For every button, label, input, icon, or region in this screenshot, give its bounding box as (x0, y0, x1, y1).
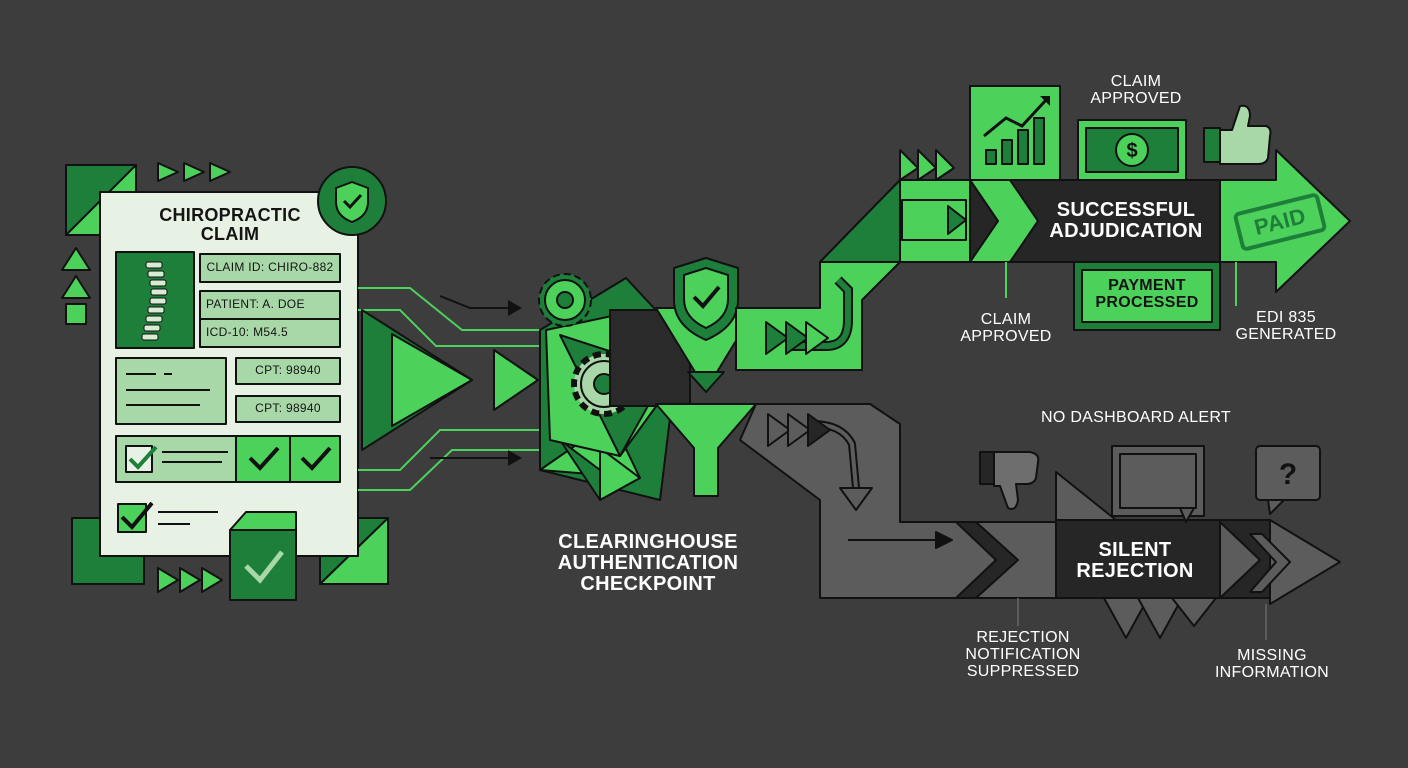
check-icon-2 (248, 446, 280, 471)
cpt-field-2: CPT: 98940 (255, 401, 321, 415)
successful-line1: SUCCESSFUL (1056, 199, 1196, 221)
claim-approved-bottom-line1: CLAIM (980, 311, 1032, 328)
suppressed-line2: NOTIFICATION (965, 645, 1081, 663)
check-icon-1 (125, 445, 158, 473)
suppressed-line3: SUPPRESSED (966, 662, 1080, 680)
checkpoint-line1: CLEARINGHOUSE (558, 531, 738, 553)
silent-rejection-label: SILENT REJECTION (1060, 540, 1210, 582)
screen-icon (1111, 445, 1205, 523)
claim-id-field: CLAIM ID: CHIRO-882 (206, 260, 334, 274)
claim-title: CHIROPRACTIC CLAIM (120, 206, 340, 244)
growth-chart-icon (983, 96, 1050, 165)
rejection-suppressed-label: REJECTION NOTIFICATION SUPPRESSED (950, 629, 1096, 680)
paid-stamp (1233, 193, 1327, 251)
checkpoint-label: CLEARINGHOUSE AUTHENTICATION CHECKPOINT (530, 532, 766, 595)
shield-icon-checkpoint (673, 257, 739, 341)
no-dashboard-alert-label: NO DASHBOARD ALERT (1040, 409, 1232, 426)
claim-approved-top-line2: APPROVED (1090, 89, 1182, 107)
success-path: $ (735, 85, 1351, 371)
checkpoint-line2: AUTHENTICATION (557, 552, 739, 574)
payment-line2: PROCESSED (1095, 293, 1199, 311)
svg-text:$: $ (1126, 140, 1137, 162)
checkpoint-line3: CHECKPOINT (580, 573, 716, 595)
payment-processed-label: PAYMENT PROCESSED (1082, 277, 1212, 312)
missing-line1: MISSING (1237, 647, 1307, 664)
thumbs-down-icon (979, 451, 1040, 510)
svg-text:?: ? (1279, 458, 1297, 491)
claim-approved-bottom: CLAIM APPROVED (950, 311, 1062, 346)
payment-line1: PAYMENT (1108, 277, 1186, 294)
check-icon-3 (300, 446, 332, 471)
missing-information-label: MISSING INFORMATION (1206, 647, 1338, 682)
spine-icon (141, 261, 168, 341)
claim-approved-top-line1: CLAIM (1110, 73, 1162, 90)
successful-adjudication-label: SUCCESSFUL ADJUDICATION (1040, 200, 1212, 242)
claim-title-line1: CHIROPRACTIC (159, 205, 301, 225)
money-icon: $ (1077, 119, 1187, 181)
patient-field: PATIENT: A. DOE (206, 297, 305, 311)
successful-line2: ADJUDICATION (1049, 220, 1203, 242)
edi-835-label: EDI 835 GENERATED (1226, 309, 1346, 344)
edi-line1: EDI 835 (1256, 309, 1316, 326)
edi-line2: GENERATED (1235, 325, 1337, 343)
silent-line1: SILENT (1098, 539, 1172, 561)
gear-icon-top (538, 273, 592, 327)
missing-line2: INFORMATION (1214, 663, 1330, 681)
claim-title-line2: CLAIM (200, 223, 260, 244)
rejection-path: ? (739, 403, 1341, 640)
thumbs-up-icon (1203, 104, 1272, 165)
checkpoint-cluster (538, 257, 757, 501)
cpt-field-1: CPT: 98940 (255, 363, 321, 377)
silent-line2: REJECTION (1076, 560, 1194, 582)
shield-badge-claim (317, 166, 387, 236)
claim-approved-top: CLAIM APPROVED (1076, 73, 1196, 108)
check-icon-4 (117, 501, 154, 533)
flow-lines (358, 287, 540, 491)
claim-document (99, 191, 359, 557)
check-box-icon (229, 511, 297, 601)
question-icon: ? (1255, 445, 1321, 515)
claim-approved-bottom-line2: APPROVED (960, 327, 1052, 345)
icd-field: ICD-10: M54.5 (206, 325, 288, 339)
suppressed-line1: REJECTION (976, 629, 1070, 646)
